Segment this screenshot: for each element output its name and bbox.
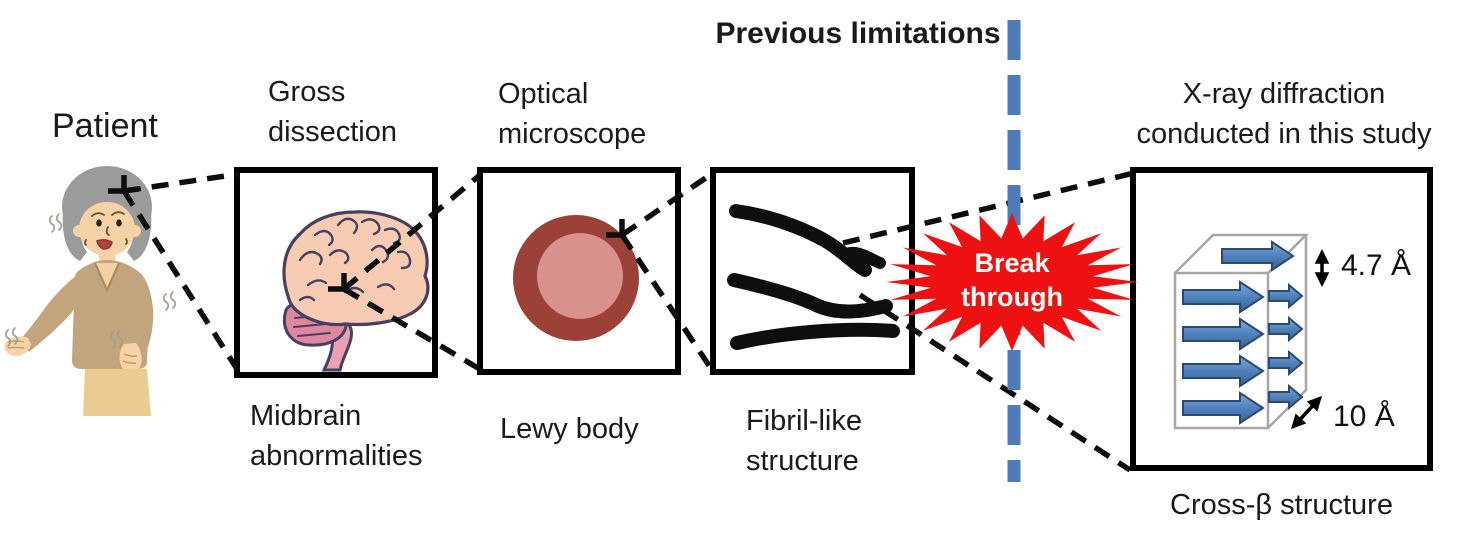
patient-label: Patient bbox=[52, 107, 158, 145]
xray-diffraction-label: X-ray diffraction conducted in this stud… bbox=[1136, 78, 1432, 151]
brain-icon bbox=[282, 210, 430, 372]
corner-mark bbox=[328, 273, 347, 292]
fibril-icon bbox=[727, 204, 900, 350]
lewy-body-label: Lewy body bbox=[500, 413, 639, 445]
skirt bbox=[83, 369, 151, 416]
previous-limitations-heading: Previous limitations bbox=[715, 17, 1001, 50]
extended-arm bbox=[20, 273, 85, 352]
tremor-marks bbox=[4, 213, 177, 349]
cardigan bbox=[72, 260, 150, 369]
lewy-body-core bbox=[537, 233, 623, 319]
beta-strand-arrows bbox=[1182, 240, 1304, 425]
side-arm bbox=[133, 272, 154, 350]
gross-dissection-label: Gross dissection bbox=[268, 76, 397, 149]
cross-beta-label: Cross-β structure bbox=[1170, 489, 1393, 521]
zoom-cones bbox=[108, 170, 1135, 473]
spacing-10-label: 10 Å bbox=[1333, 400, 1395, 433]
fibril-structure-label: Fibril-like structure bbox=[746, 405, 862, 478]
lewy-body-icon bbox=[513, 215, 639, 341]
stage-boxes bbox=[234, 167, 1433, 471]
cerebrum bbox=[282, 210, 430, 327]
cross-beta-icon bbox=[1173, 233, 1330, 430]
mouth bbox=[96, 238, 113, 250]
corner-mark bbox=[108, 175, 127, 194]
spacing-4-7-label: 4.7 Å bbox=[1341, 249, 1412, 282]
midbrain-abnormalities-label: Midbrain abnormalities bbox=[250, 400, 423, 473]
patient-icon bbox=[4, 166, 177, 416]
hip-hand bbox=[119, 343, 142, 373]
breakthrough-starburst bbox=[886, 213, 1138, 351]
inner-blouse bbox=[95, 263, 119, 290]
bangs bbox=[78, 188, 136, 216]
fibril-box bbox=[710, 167, 915, 375]
spacing-10-arrow bbox=[1290, 395, 1323, 430]
optical-microscope-label: Optical microscope bbox=[498, 78, 647, 151]
extended-hand bbox=[4, 336, 31, 356]
breakthrough-label: Break through bbox=[961, 248, 1063, 312]
xray-box bbox=[1130, 167, 1433, 471]
face-features bbox=[84, 211, 128, 246]
corner-mark bbox=[606, 219, 625, 238]
